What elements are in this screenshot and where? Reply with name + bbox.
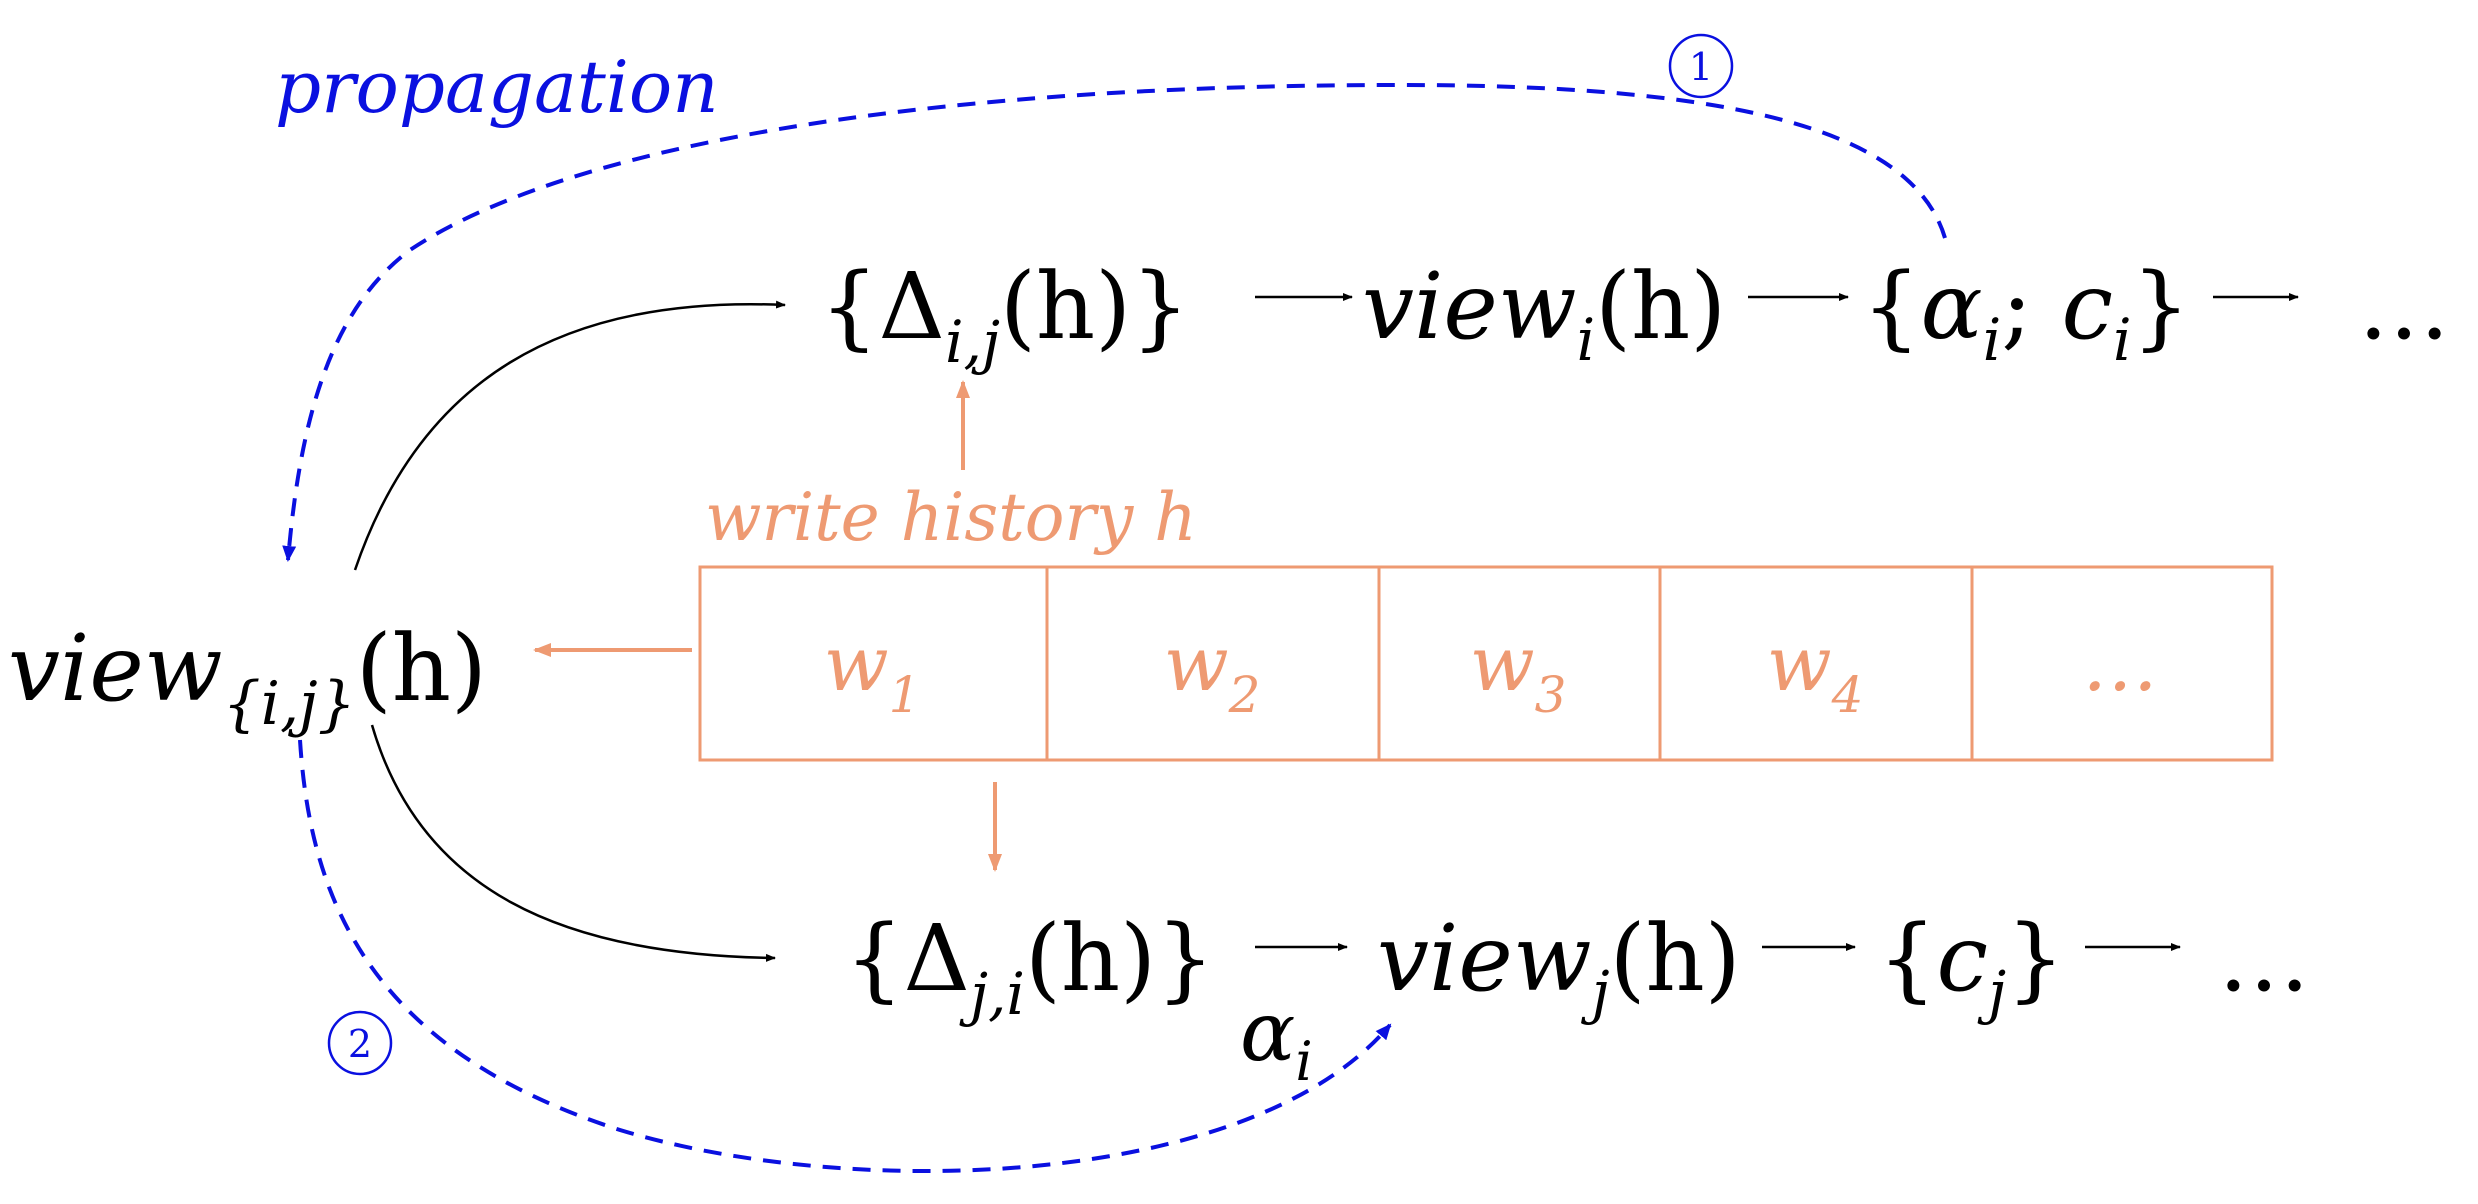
svg-text:viewi(h): viewi(h) xyxy=(1362,253,1726,374)
curve-to-top-delta xyxy=(353,300,786,571)
svg-text:viewj(h): viewj(h) xyxy=(1377,905,1741,1026)
bottom-alpha-label: αi xyxy=(1240,985,1313,1093)
bottom-view-node: viewj(h) xyxy=(1377,905,1741,1026)
step-2-marker: 2 xyxy=(327,1010,393,1076)
curve-to-bottom-delta xyxy=(370,724,776,962)
history-cell-4: w4 xyxy=(1767,619,1864,724)
step-1-marker: 1 xyxy=(1668,33,1734,99)
history-cell-5: … xyxy=(2082,619,2158,708)
propagation-label: propagation xyxy=(275,45,719,129)
history-cell-3: w3 xyxy=(1470,619,1567,724)
bottom-c-node: {cj} xyxy=(1878,905,2065,1026)
top-view-node: viewi(h) xyxy=(1362,253,1726,374)
propagation-arrow-1 xyxy=(282,82,1947,562)
view-ij-node: view{i,j}(h) xyxy=(8,615,487,739)
history-cells: w1 w2 w3 w4 … xyxy=(824,619,2158,724)
history-cell-2: w2 xyxy=(1164,619,1261,724)
bottom-delta-node: {Δj,i(h)} xyxy=(845,905,1215,1028)
top-delta-node: {Δi,j(h)} xyxy=(820,253,1190,376)
top-ellipsis: … xyxy=(2358,253,2450,360)
top-alpha-c-node: {αi; ci} xyxy=(1862,253,2190,374)
history-table xyxy=(698,565,2274,762)
svg-text:1: 1 xyxy=(1689,45,1713,89)
svg-text:2: 2 xyxy=(348,1022,372,1066)
svg-text:{Δi,j(h)}: {Δi,j(h)} xyxy=(820,253,1190,376)
svg-text:{cj}: {cj} xyxy=(1878,905,2065,1026)
bottom-ellipsis: … xyxy=(2218,905,2310,1012)
svg-text:{Δj,i(h)}: {Δj,i(h)} xyxy=(845,905,1215,1028)
svg-text:{αi; ci}: {αi; ci} xyxy=(1862,253,2190,374)
history-cell-1: w1 xyxy=(824,619,921,724)
svg-text:αi: αi xyxy=(1240,985,1313,1093)
write-history-label: write history h xyxy=(705,479,1197,556)
svg-text:view{i,j}(h): view{i,j}(h) xyxy=(8,615,487,739)
propagation-arrow-2 xyxy=(298,739,1392,1174)
